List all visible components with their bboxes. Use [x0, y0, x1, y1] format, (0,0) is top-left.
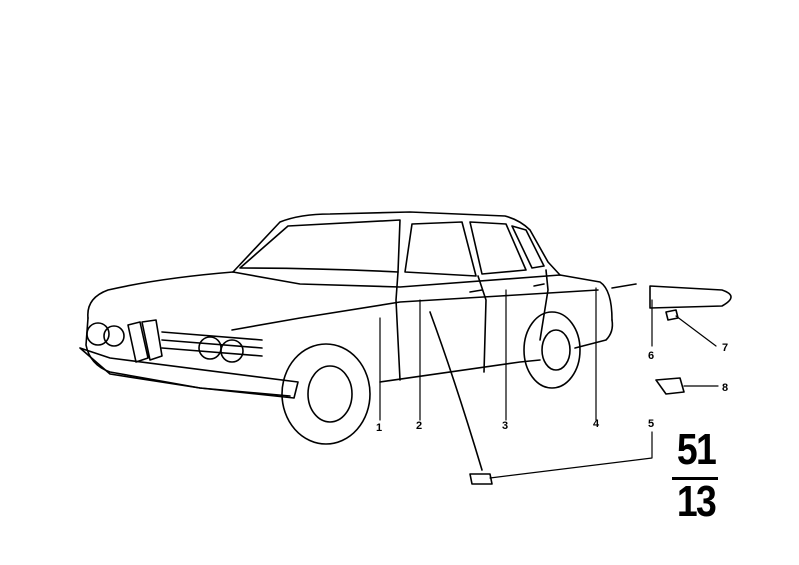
- front-wheel: [281, 343, 371, 445]
- rear-wheel-hub: [541, 329, 571, 371]
- rear-quarter-window: [511, 225, 545, 269]
- callout-3: 3: [502, 420, 508, 432]
- car-belt-line: [232, 271, 613, 321]
- leader-lines: [379, 287, 719, 479]
- car-rear: [574, 319, 614, 349]
- leader-5: [489, 431, 653, 479]
- door-handle-front: [469, 289, 483, 293]
- car-illustration: [79, 211, 614, 471]
- exploded-parts: [469, 283, 732, 485]
- kidney-grille: [127, 319, 163, 363]
- door-handle-rear: [533, 283, 545, 287]
- windshield: [239, 219, 401, 273]
- bracket-part: [655, 377, 685, 395]
- headlight-inner-left: [103, 325, 125, 347]
- rear-wheel: [523, 311, 581, 389]
- car-hood-line: [87, 271, 234, 319]
- front-door-edge: [395, 271, 401, 381]
- headlight-inner-right: [198, 336, 222, 360]
- car-front: [85, 317, 291, 397]
- trim-end-part: [649, 285, 732, 309]
- callout-8: 8: [722, 382, 728, 394]
- callout-7: 7: [722, 342, 728, 354]
- group-divider: [672, 477, 718, 480]
- callout-6: 6: [648, 350, 654, 362]
- grille-bars: [161, 331, 263, 357]
- door-divider: [477, 275, 487, 373]
- rear-door-window: [469, 221, 527, 275]
- callout-2: 2: [416, 420, 422, 432]
- front-bumper: [79, 347, 299, 399]
- callout-5: 5: [648, 418, 654, 430]
- car-roof: [232, 211, 561, 276]
- front-door-window: [404, 221, 477, 277]
- front-wheel-hub: [307, 365, 353, 423]
- headlight-outer-left: [86, 322, 110, 346]
- car-side-crease: [231, 289, 599, 331]
- callout-1: 1: [376, 422, 382, 434]
- trim-strip-cable: [429, 311, 483, 471]
- callout-4: 4: [593, 418, 600, 430]
- group-number-main: 51: [676, 425, 717, 474]
- group-number-sub: 13: [676, 477, 717, 526]
- wire-end: [611, 283, 637, 289]
- headlight-outer-right: [220, 339, 244, 363]
- rear-door-edge: [539, 269, 549, 341]
- leader-7: [675, 315, 717, 347]
- small-clip-part: [665, 309, 679, 321]
- car-rocker: [379, 359, 541, 383]
- clip-part: [469, 473, 493, 485]
